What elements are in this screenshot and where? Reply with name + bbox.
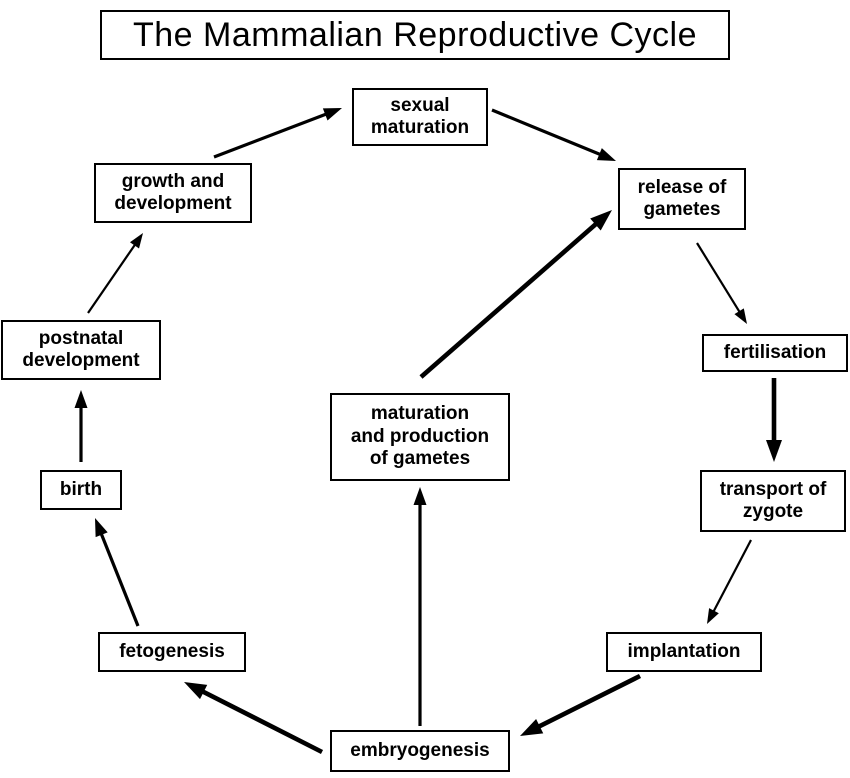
node-label: fertilisation: [723, 341, 827, 363]
arrow-head: [184, 682, 208, 700]
arrow-shaft: [536, 673, 642, 730]
edge-embryo-to-maturation: [413, 487, 427, 726]
edge-sexual-to-release: [491, 108, 616, 161]
node-label: sexual maturation: [370, 94, 470, 138]
edge-maturation-to-release: [419, 210, 612, 379]
arrow-shaft: [491, 108, 602, 157]
node-label: embryogenesis: [350, 739, 490, 761]
node-implantation: implantation: [606, 632, 762, 672]
node-postnatal-development: postnatal development: [1, 320, 161, 380]
node-label: implantation: [627, 640, 741, 662]
node-transport-of-zygote: transport of zygote: [700, 470, 846, 532]
edge-fertilisation-to-transport: [766, 378, 782, 462]
node-growth-development: growth and development: [94, 163, 252, 223]
node-fertilisation: fertilisation: [702, 334, 848, 372]
edge-embryo-to-fetogenesis: [184, 682, 324, 755]
node-fetogenesis: fetogenesis: [98, 632, 246, 672]
edge-growth-to-sexual: [213, 108, 342, 159]
page-title: The Mammalian Reproductive Cycle: [100, 10, 730, 60]
node-release-of-gametes: release of gametes: [618, 168, 746, 230]
node-label: release of gametes: [637, 176, 727, 220]
arrow-head: [322, 108, 342, 121]
node-maturation-production: maturation and production of gametes: [330, 393, 510, 481]
node-label: growth and development: [114, 170, 232, 214]
arrow-shaft: [87, 243, 137, 314]
edge-release-to-fertilisation: [696, 242, 747, 324]
arrow-shaft: [696, 242, 742, 314]
edge-birth-to-postnatal: [74, 390, 88, 462]
arrow-shaft: [213, 112, 328, 159]
node-label: fetogenesis: [119, 640, 225, 662]
node-birth: birth: [40, 470, 122, 510]
arrow-head: [74, 390, 88, 408]
node-sexual-maturation: sexual maturation: [352, 88, 488, 146]
node-label: maturation and production of gametes: [350, 403, 490, 470]
arrow-shaft: [200, 688, 324, 755]
node-label: birth: [59, 478, 103, 500]
arrow-head: [596, 148, 616, 161]
arrow-head: [520, 719, 544, 736]
arrow-head: [129, 233, 143, 249]
node-label: transport of zygote: [719, 478, 827, 522]
arrow-head: [766, 440, 782, 462]
edge-implantation-to-embryo: [520, 673, 642, 736]
edge-fetogenesis-to-birth: [95, 518, 140, 627]
edge-postnatal-to-growth: [87, 233, 143, 314]
arrow-head: [734, 308, 747, 324]
arrow-shaft: [712, 539, 752, 613]
arrow-shaft: [419, 221, 599, 379]
arrow-head: [707, 608, 719, 624]
arrow-shaft: [99, 532, 140, 627]
node-embryogenesis: embryogenesis: [330, 730, 510, 772]
node-label: postnatal development: [22, 327, 140, 371]
page-title-text: The Mammalian Reproductive Cycle: [133, 15, 697, 54]
arrow-head: [413, 487, 427, 505]
arrow-head: [95, 518, 108, 538]
arrow-head: [590, 210, 612, 231]
edge-transport-to-implantation: [707, 539, 752, 624]
